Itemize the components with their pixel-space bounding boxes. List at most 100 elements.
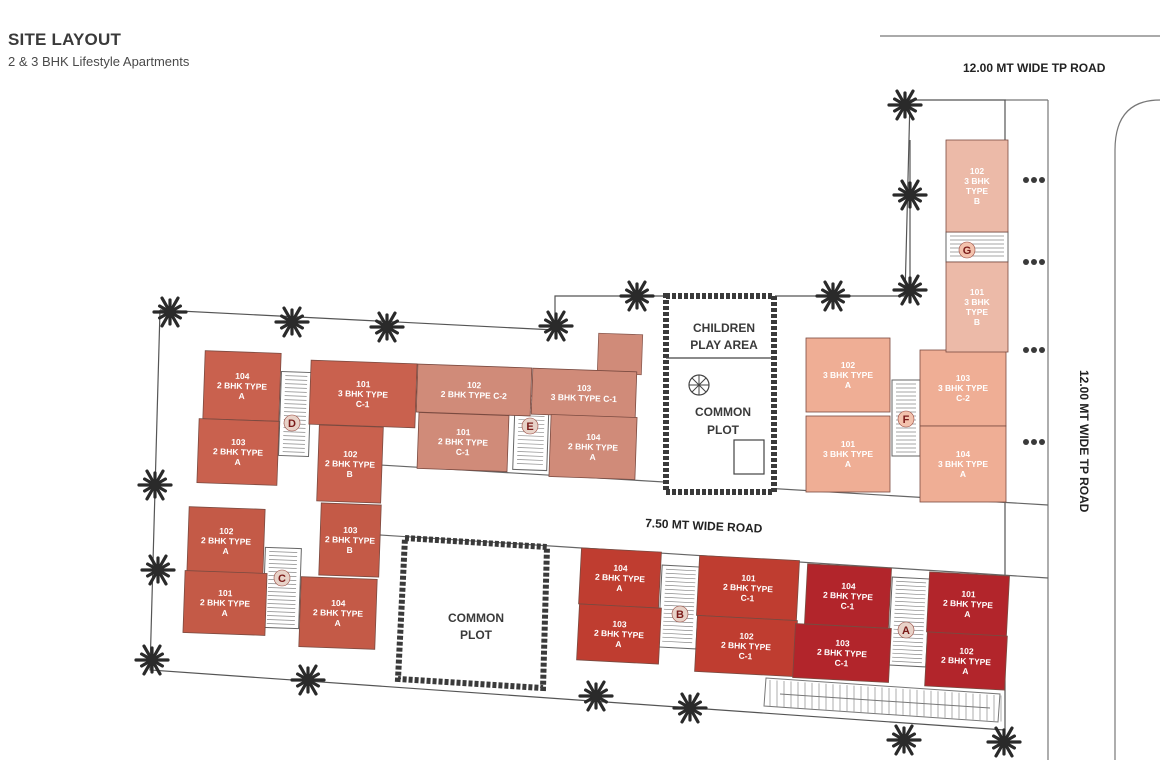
unit-label-line: C-1: [356, 399, 370, 409]
unit-shape: [945, 261, 1009, 353]
unit-label-line: 101: [356, 379, 371, 389]
unit-label-line: TYPE: [966, 186, 989, 196]
palm-tree-icon: [538, 310, 574, 342]
palm-tree-icon: [369, 311, 405, 343]
palm-tree-icon: [274, 306, 310, 338]
unit-label-line: B: [974, 196, 980, 206]
unit-label-line: 101: [841, 439, 855, 449]
palm-tree-icon: [140, 554, 176, 586]
unit-shape: [298, 576, 378, 650]
unit-label-line: 103: [612, 619, 627, 630]
unit-shape: [792, 623, 892, 683]
stair-core: [278, 370, 312, 458]
stair-core: [891, 379, 921, 457]
unit-label-line: A: [960, 469, 966, 479]
palm-tree-icon: [986, 726, 1022, 758]
trees: [134, 89, 1022, 758]
block-badge: C: [273, 569, 291, 587]
unit-label-line: C-1: [834, 658, 848, 669]
unit-shape: [919, 425, 1007, 503]
unit-label-line: 2 BHK TYPE: [213, 446, 264, 458]
palm-tree-icon: [892, 274, 928, 306]
block-badge-letter: D: [288, 418, 296, 430]
unit-label-line: 2 BHK TYPE: [325, 458, 376, 470]
common-plot-top-label-1: COMMON: [695, 405, 751, 419]
internal-road-label: 7.50 MT WIDE ROAD: [645, 516, 763, 536]
page-title: SITE LAYOUT: [8, 30, 122, 49]
unit-shape: [805, 337, 891, 413]
header: SITE LAYOUT 2 & 3 BHK Lifestyle Apartmen…: [8, 30, 189, 69]
palm-tree-icon: [887, 89, 923, 121]
unit-shape: [805, 415, 891, 493]
unit-label-line: 2 BHK TYPE: [201, 535, 252, 547]
unit-label-line: 2 BHK TYPE: [723, 582, 774, 595]
unit-label-line: B: [974, 317, 980, 327]
common-plot-top-label-2: PLOT: [707, 423, 740, 437]
unit-label-line: 2 BHK TYPE: [817, 647, 868, 660]
unit-label-line: 102: [841, 360, 855, 370]
unit-label-line: C-1: [740, 593, 754, 604]
unit-label-line: 2 BHK TYPE: [217, 380, 268, 392]
unit-label-line: 3 BHK TYPE: [938, 459, 988, 469]
unit-label-line: 103: [835, 638, 850, 649]
unit-label-line: 101: [218, 588, 233, 598]
page-subtitle: 2 & 3 BHK Lifestyle Apartments: [8, 54, 190, 69]
unit-label-line: TYPE: [966, 307, 989, 317]
unit-label-line: 102: [467, 380, 482, 390]
palm-tree-icon: [134, 644, 170, 676]
unit-label-line: 3 BHK TYPE: [338, 388, 389, 400]
palm-tree-icon: [619, 280, 655, 312]
unit-label-line: 2 BHK TYPE C-2: [441, 389, 508, 401]
block-badge: A: [897, 621, 915, 639]
unit-label-line: A: [238, 391, 244, 401]
unit-shape: [316, 424, 384, 504]
block-badge: F: [897, 410, 915, 428]
top-road-label: 12.00 MT WIDE TP ROAD: [963, 61, 1106, 75]
unit-label-line: 101: [741, 573, 756, 584]
unit-label-line: 103: [956, 373, 970, 383]
unit-shape: [548, 414, 638, 480]
unit-shape: [416, 412, 510, 472]
unit-label-line: A: [616, 583, 623, 593]
block-extension: [596, 332, 644, 376]
palm-tree-icon: [672, 692, 708, 724]
block-badge-letter: E: [526, 421, 533, 433]
stair-core: [887, 576, 931, 668]
unit-label-line: A: [845, 380, 851, 390]
unit-label-line: 2 BHK TYPE: [594, 628, 645, 641]
unit-label-line: 103: [343, 525, 358, 535]
palm-tree-icon: [815, 280, 851, 312]
unit-label-line: 102: [219, 526, 234, 536]
unit-shape: [576, 603, 662, 665]
stair-core: [262, 546, 302, 630]
unit-label-line: A: [845, 459, 851, 469]
unit-label-line: 104: [841, 581, 856, 592]
unit-label-line: 103: [231, 437, 246, 447]
unit-shape: [182, 570, 268, 636]
unit-label-line: 2 BHK TYPE: [313, 607, 364, 619]
block-badge: D: [283, 414, 301, 432]
unit-label-line: 3 BHK: [964, 297, 990, 307]
